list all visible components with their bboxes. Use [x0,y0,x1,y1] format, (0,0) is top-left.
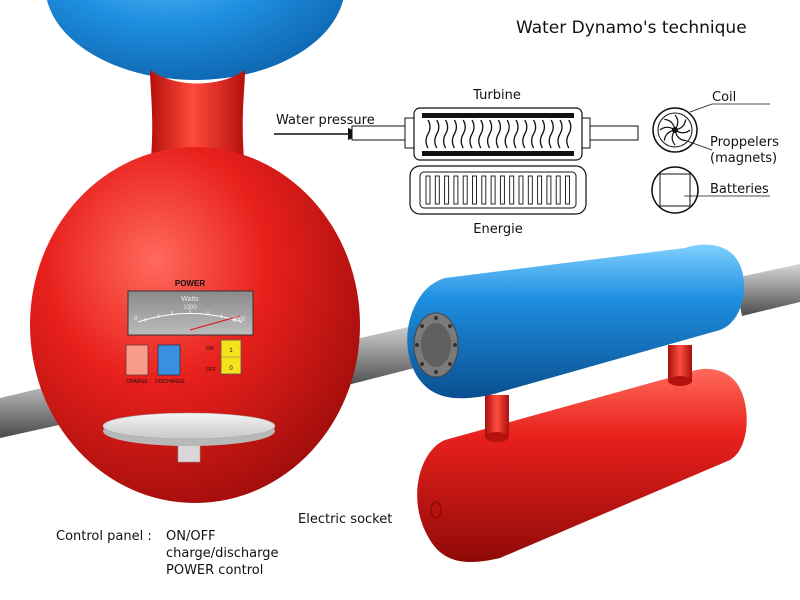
energie-cell [490,175,496,205]
charge-label: CHARGE [126,379,148,385]
blue-sphere-top [46,0,344,80]
coil-unit [652,107,698,153]
schematic: Water pressure Turbine Energie Coil Prop… [274,88,779,237]
energie-cell [472,175,477,205]
on-label: ON [206,346,214,352]
flange-bolts [415,316,457,374]
red-neck [150,70,245,170]
tank-assembly [407,244,747,563]
turbine-blades [425,119,572,149]
turbine-blade [486,119,493,149]
propellers-label: Proppelers [710,135,779,150]
turbine-blade [460,119,466,149]
turbine-blade [566,119,572,149]
energie-cell [555,175,561,205]
energie-label: Energie [473,222,522,237]
switch-on-digit: 1 [229,348,233,354]
energie-cell [425,175,431,205]
feature-on-off: ON/OFF [166,529,216,544]
upper-blue-tank [407,244,745,399]
meter-needle [189,315,241,331]
batteries-label: Batteries [710,182,769,197]
energie-cell [537,175,543,205]
turbine-blade [442,119,449,149]
water-pressure-label: Water pressure [276,113,375,128]
energie-cell [546,175,552,205]
meter-mid: 1000 [183,305,197,311]
energie-unit [409,165,587,215]
coil-leader [689,103,713,113]
control-panel-label: Control panel : [56,529,152,544]
electric-socket-hole[interactable] [430,501,442,519]
dynamo-body: POWER Watts 1000 0 2000 CHARGE DISCHARGE… [30,0,360,503]
energie-cell [481,175,487,205]
turbine-blade [469,119,475,149]
outlet-pipe [587,125,639,141]
discharge-label: DISCHARGE [155,379,185,385]
energie-cell [434,175,440,205]
lower-red-tank [417,368,747,563]
energie-cell [509,175,515,205]
turbine-unit [404,107,591,161]
energie-cell [499,175,505,205]
panel-heading: POWER [175,279,205,288]
meter-unit: Watts [181,296,199,303]
turbine-blade [425,119,431,149]
electric-socket-label: Electric socket [298,512,392,527]
page-title: Water Dynamo's technique [516,18,747,38]
meter-max: 2000 [232,317,246,323]
turbine-blade [522,119,528,149]
feature-charge-discharge: charge/discharge [166,546,278,561]
discharge-button[interactable] [157,344,181,376]
energie-cell [462,175,468,205]
battery-unit [651,166,699,214]
energie-cell [444,175,450,205]
turbine-blade [557,119,563,149]
energie-cell [565,175,570,205]
turbine-blade [539,119,546,149]
turbine-blade [451,119,458,149]
meter-min: 0 [134,316,138,322]
inlet-pipe [351,125,411,141]
off-label: OFF [206,367,216,373]
power-meter [127,290,254,336]
energie-cells [425,175,570,205]
switch-off-digit: 0 [229,366,233,372]
meter-ticks [144,309,236,323]
turbine-blade [513,119,519,149]
turbine-blade [434,119,440,149]
feature-power-control: POWER control [166,563,263,578]
propellers-sublabel: (magnets) [710,151,777,166]
energie-cell [518,175,524,205]
propeller-leader [683,139,713,151]
turbine-blade [504,119,510,149]
pedestal-plate [102,412,276,463]
charge-button[interactable] [125,344,149,376]
energie-cell [527,175,533,205]
pipe-right [735,264,800,316]
turbine-blade [530,119,537,149]
turbine-blade [495,119,502,149]
coil-label: Coil [712,90,736,105]
energie-cell [453,175,459,205]
control-panel: POWER Watts 1000 0 2000 CHARGE DISCHARGE… [125,279,254,385]
connector-struts [485,345,692,442]
turbine-blade [548,119,554,149]
turbine-label: Turbine [472,88,521,103]
turbine-blade [478,119,484,149]
